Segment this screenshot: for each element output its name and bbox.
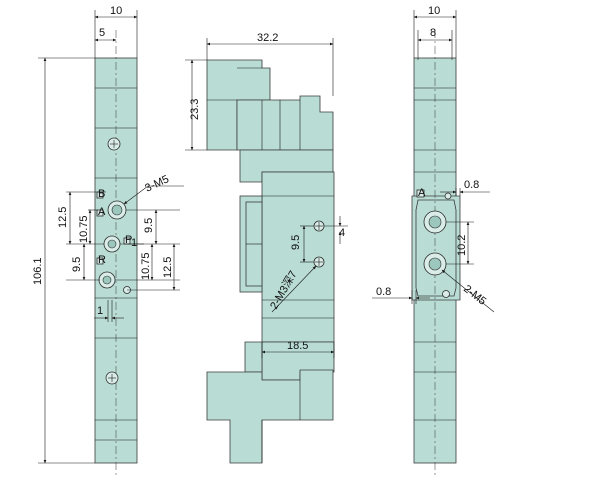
port-callout-left: 3-M5 [143, 173, 171, 194]
dim-right-top-offset: 0.8 [464, 179, 479, 191]
right-mark-a: A [418, 187, 426, 199]
dim-offset-upper: 10.75 [78, 215, 90, 243]
solenoid-bottom [206, 369, 334, 464]
dim-base-width: 18.5 [287, 340, 308, 352]
connector-upper [236, 95, 334, 151]
port-a-icon [98, 271, 116, 289]
dim-port-spacing: 10.2 [456, 235, 468, 256]
dim-right-inner-width: 8 [430, 27, 436, 39]
right-view: A 10 8 0.8 10.2 2-M5 0.8 [372, 5, 495, 475]
dim-right-width: 10 [428, 5, 440, 17]
dim-offset-right-upper: 9.5 [143, 218, 155, 233]
dim-pitch-upper: 12.5 [57, 207, 69, 228]
dim-offset: 4 [339, 227, 345, 239]
mount-hole-upper-icon [313, 220, 325, 232]
dim-offset-lower: 10.75 [140, 252, 152, 280]
dim-small-one: 1 [131, 237, 137, 249]
dim-middle-height-top: 23.3 [189, 99, 201, 120]
bottom-screw-icon [105, 371, 119, 385]
dim-left-total-height: 106.1 [32, 257, 44, 285]
neck-lower-left [244, 341, 263, 373]
dim-bottom-one: 1 [97, 305, 103, 317]
port-b-icon [107, 200, 127, 220]
dim-left-width: 10 [110, 5, 122, 17]
valve-main-body [261, 171, 335, 343]
right-port-a-icon [423, 210, 447, 234]
dim-middle-width: 32.2 [257, 32, 278, 44]
mark-r: R [98, 254, 106, 266]
dim-right-side-offset: 0.8 [376, 286, 391, 298]
dim-pitch-lower: 12.5 [162, 257, 174, 278]
right-port-b-icon [423, 252, 447, 276]
mark-b: B [98, 188, 105, 200]
top-screw-icon [107, 137, 121, 151]
left-view: B A P R 10 5 106.1 3-M5 12.5 10.75 9.5 [32, 5, 184, 475]
dim-offset-left-lower: 9.5 [71, 257, 83, 272]
mark-a: A [98, 206, 106, 218]
mount-hole-lower-icon [313, 256, 325, 268]
dim-left-half-width: 5 [99, 27, 105, 39]
port-p-icon [103, 235, 121, 253]
dim-hole-spacing: 9.5 [290, 235, 302, 250]
middle-view: 32.2 23.3 9.5 4 2-M3深7 18.5 [185, 32, 348, 464]
mark-p: P [125, 234, 132, 246]
